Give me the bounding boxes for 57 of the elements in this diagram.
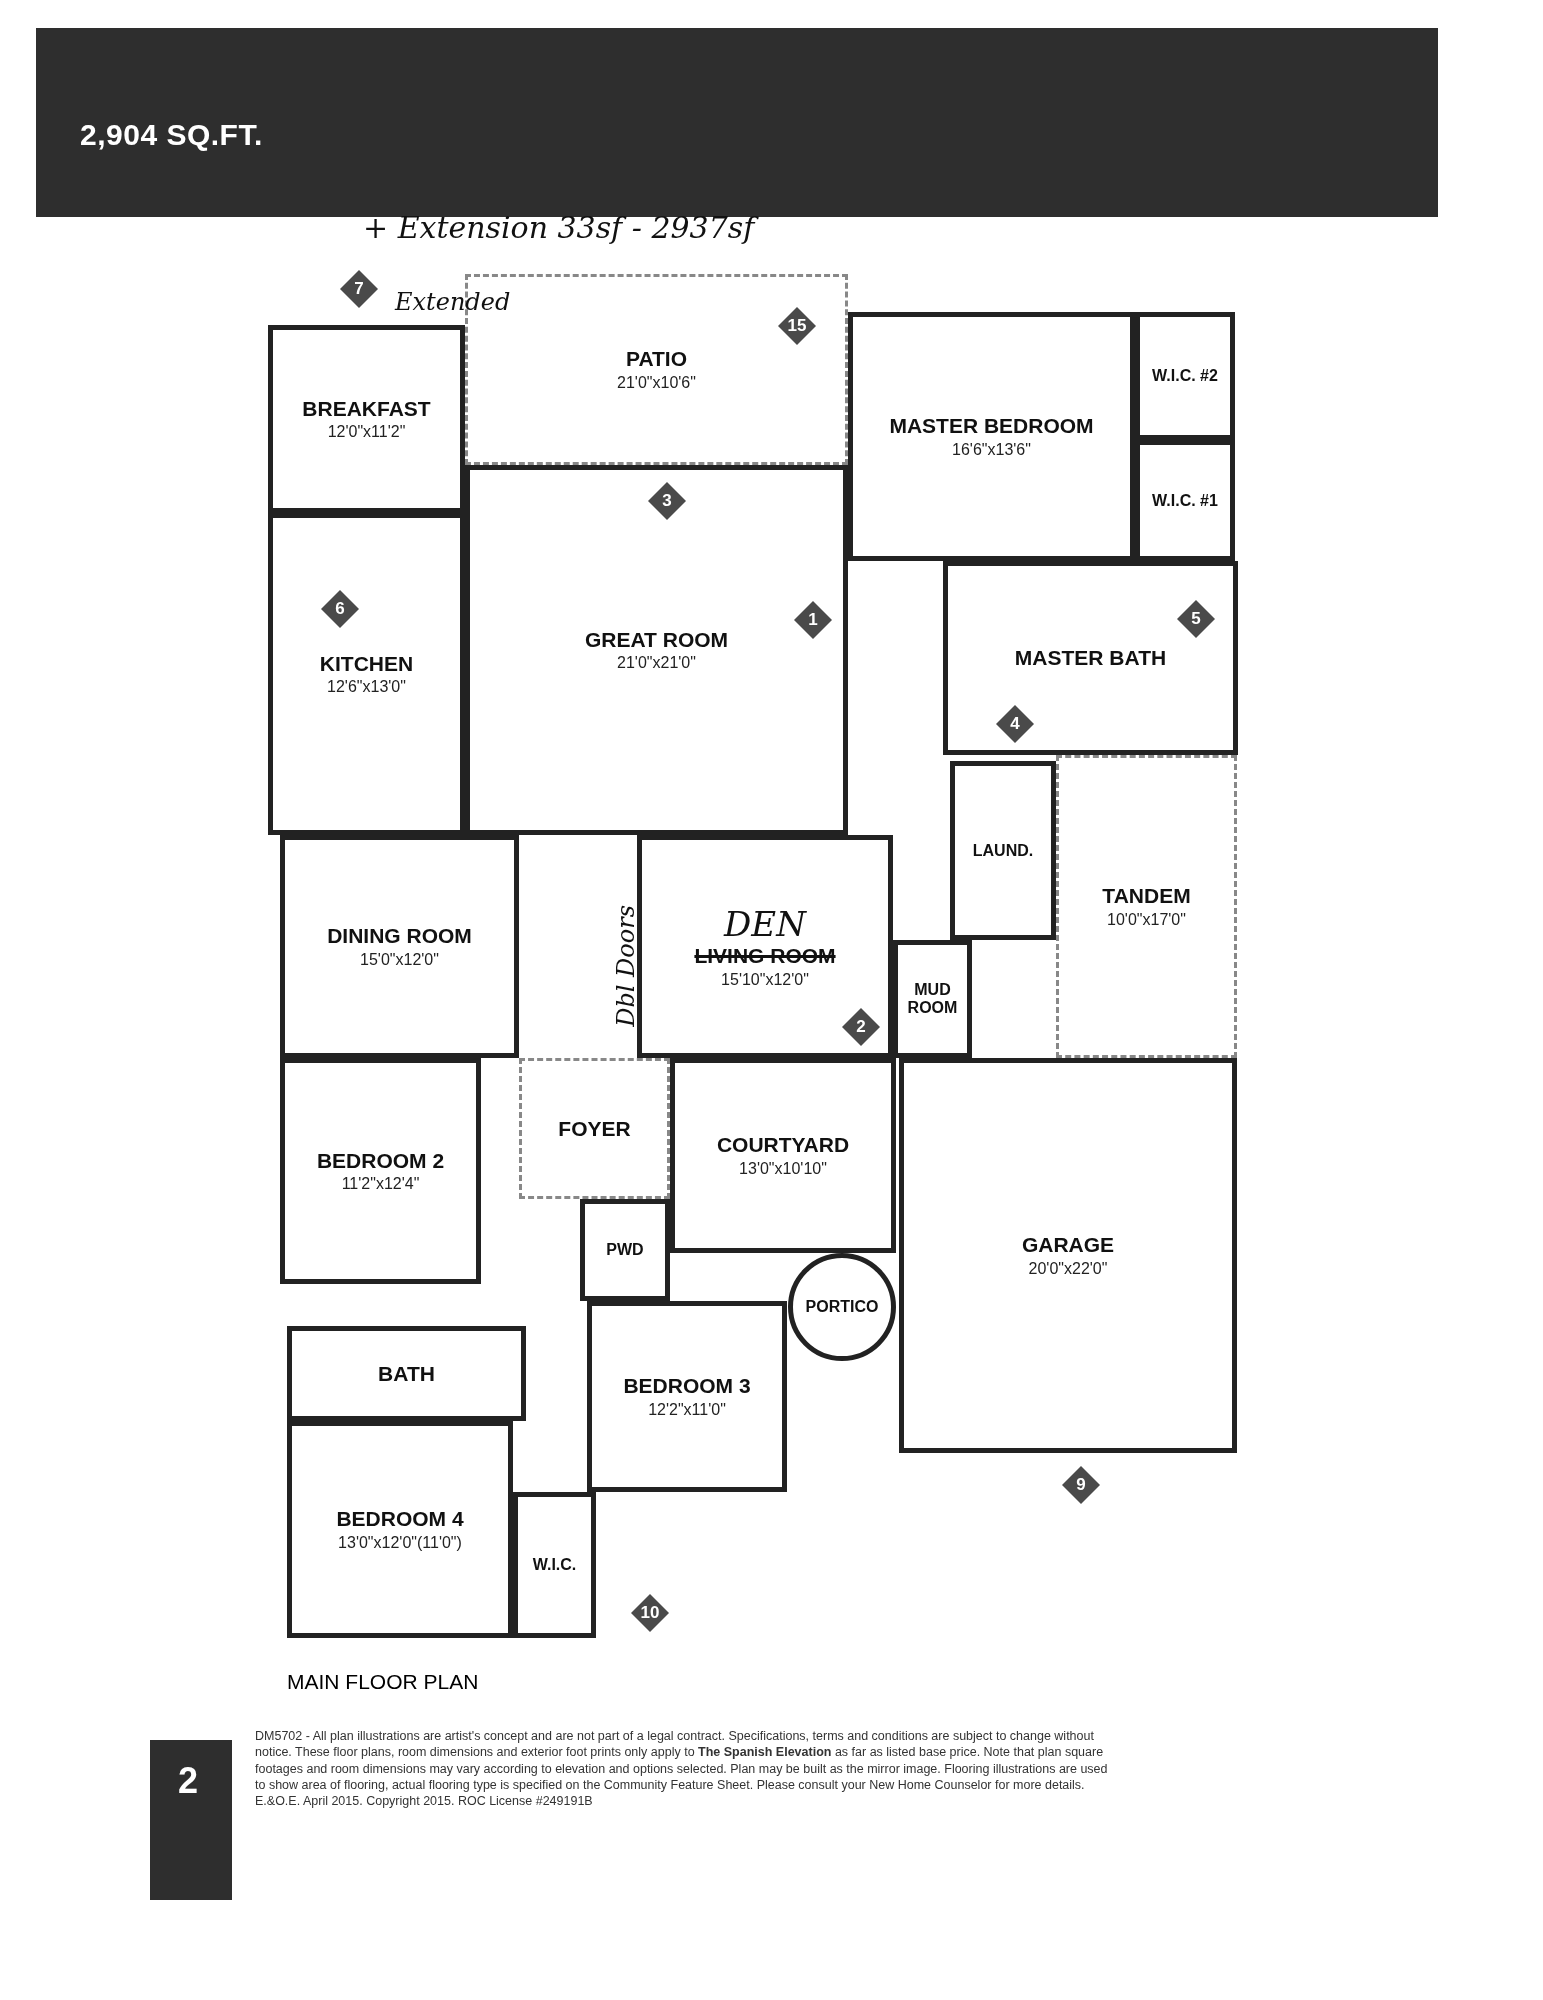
room-name: BEDROOM 3 <box>623 1374 751 1398</box>
room-name: BEDROOM 2 <box>316 1148 445 1173</box>
room <box>943 561 1238 755</box>
room-name: DINING ROOM <box>327 924 472 948</box>
room-name: W.I.C. <box>532 1556 577 1574</box>
room-dimensions: 13'0"x10'10" <box>739 1159 827 1178</box>
room-name: BREAKFAST <box>302 396 431 421</box>
room-name: PATIO <box>625 347 688 371</box>
room-name: MASTER BATH <box>1014 646 1167 670</box>
room-dimensions: 20'0"x22'0" <box>1028 1259 1108 1278</box>
portico-circle <box>788 1253 896 1361</box>
room-name: LAUND. <box>972 841 1034 860</box>
room <box>670 1058 896 1253</box>
plan-title: 2,904 SQ.FT. <box>80 118 263 152</box>
handwritten-note: Dbl Doors <box>612 905 640 1027</box>
callout-number: 15 <box>778 307 816 345</box>
room-dimensions: 12'2"x11'0" <box>648 1400 726 1419</box>
room <box>899 1058 1237 1453</box>
room <box>513 1492 596 1638</box>
room <box>287 1326 526 1421</box>
room-dimensions: 11'2"x12'4" <box>341 1175 420 1194</box>
struck-room-name: LIVING ROOM <box>694 944 836 968</box>
room-dimensions: 21'0"x10'6" <box>617 373 696 392</box>
room-dimensions: 12'6"x13'0" <box>327 678 406 697</box>
room <box>587 1301 787 1492</box>
room <box>268 325 465 513</box>
room-name: BATH <box>378 1361 435 1386</box>
room-name: W.I.C. #1 <box>1152 491 1218 510</box>
handwritten-room-name: DEN <box>724 904 806 945</box>
room-name: GARAGE <box>1021 1233 1115 1257</box>
room <box>950 761 1056 940</box>
room-dimensions: 16'6"x13'6" <box>952 440 1031 459</box>
page-number: 2 <box>178 1760 199 1802</box>
room-name: BEDROOM 4 <box>336 1507 464 1531</box>
room-name: PORTICO <box>805 1298 879 1316</box>
room-name: KITCHEN <box>319 651 414 676</box>
callout-number: 7 <box>340 270 378 308</box>
room-name: MASTER BEDROOM <box>889 414 1094 438</box>
plan-caption: MAIN FLOOR PLAN <box>287 1670 479 1694</box>
room-name: W.I.C. #2 <box>1152 367 1218 385</box>
disclaimer-text: DM5702 - All plan illustrations are artist's concept and are not part of a legal contract. Specifications, terms and conditions are subject to change without notice. These floor plans, room dimensions and exterior foot prints only apply to The Spanish Elevation as far as listed base price. Note that plan square footages and room dimensions may vary according to elevation and options selected. Plan may be built as the mirror image. Flooring illustrations are used to show area of flooring, actual flooring type is specified on the Community Feature Sheet. Please consult your New Home Counselor for more details. E.&O.E. April 2015. Copyright 2015. ROC License #249191B <box>255 1728 1109 1810</box>
room-name: PWD <box>606 1241 644 1259</box>
room-name: GREAT ROOM <box>584 627 729 652</box>
handwritten-note: Extended <box>395 288 511 316</box>
callout-number: 10 <box>631 1594 669 1632</box>
room-name: COURTYARD <box>716 1133 850 1157</box>
callout-number: 9 <box>1062 1466 1100 1504</box>
room-dimensions: 21'0"x21'0" <box>617 654 696 673</box>
room-name: TANDEM <box>1102 884 1191 908</box>
room-dimensions: 10'0"x17'0" <box>1107 910 1186 929</box>
room-dimensions: 13'0"x12'0"(11'0") <box>338 1533 462 1552</box>
room-dimensions: 12'0"x11'2" <box>327 423 406 442</box>
room-dimensions: 15'10"x12'0" <box>721 970 809 989</box>
room-name: FOYER <box>558 1116 631 1141</box>
room-dimensions: 15'0"x12'0" <box>360 950 439 969</box>
room-name: MUD ROOM <box>906 981 959 1017</box>
room <box>280 1058 481 1284</box>
